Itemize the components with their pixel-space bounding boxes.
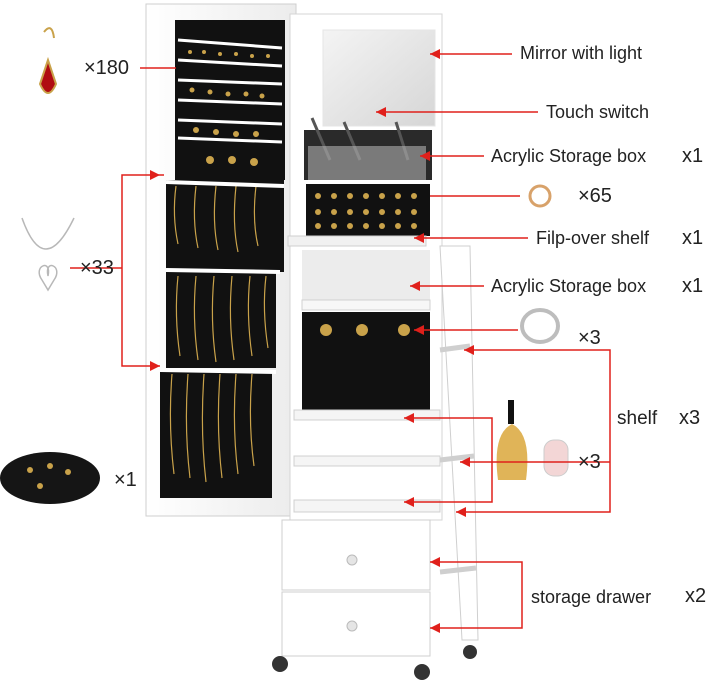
perfume-icon — [496, 400, 569, 480]
bracelet-count: ×3 — [578, 327, 601, 349]
label-touch-switch: Touch switch — [546, 102, 650, 122]
tray-count: ×1 — [114, 469, 137, 491]
perfume-count: ×3 — [578, 451, 601, 473]
tray-icon — [0, 452, 100, 504]
earring-icon — [38, 27, 58, 94]
flip-over-shelf-qty: x1 — [682, 227, 704, 249]
label-shelf: shelf — [617, 408, 658, 429]
label-mirror-with-light: Mirror with light — [520, 43, 643, 63]
earring-bars — [177, 38, 283, 144]
label-flip-over-shelf: Filp-over shelf — [536, 228, 650, 248]
storage-drawer-qty: x2 — [685, 585, 707, 607]
label-acrylic-storage-box-mid: Acrylic Storage box — [491, 276, 647, 296]
acrylic-box-mid-qty: x1 — [682, 275, 704, 297]
ring-count: ×65 — [578, 185, 612, 207]
bracelet-icon — [520, 308, 560, 344]
necklace-icon — [21, 217, 75, 292]
ring-icon — [528, 184, 552, 208]
callout-arrowheads — [150, 49, 474, 633]
acrylic-box-top-qty: x1 — [682, 145, 704, 167]
rings — [315, 193, 417, 229]
earring-count: ×180 — [84, 57, 130, 79]
callout-lines — [70, 53, 611, 629]
open-door — [145, 3, 297, 517]
label-storage-drawer: storage drawer — [531, 587, 652, 607]
shelf-qty: x3 — [679, 407, 701, 429]
earrings — [188, 50, 270, 166]
necklace-count: ×33 — [80, 257, 114, 279]
label-acrylic-storage-box-top: Acrylic Storage box — [491, 146, 647, 166]
cabinet-body — [272, 13, 479, 680]
necklaces — [169, 185, 269, 483]
